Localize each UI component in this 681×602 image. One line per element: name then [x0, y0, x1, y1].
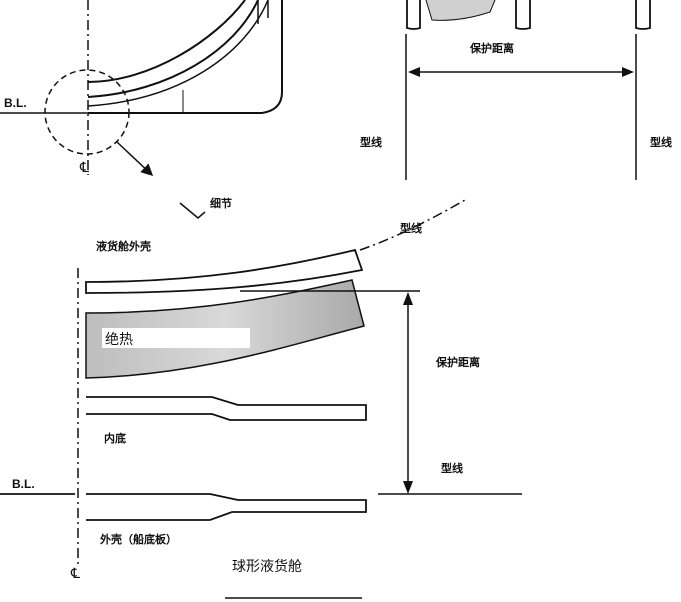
diagram-caption: 球形液货舱	[232, 558, 302, 575]
cl-symbol-bottom: ℄	[70, 566, 80, 582]
inner-bottom-label: 内底	[104, 431, 126, 445]
tank-skirt-curve	[87, 0, 269, 107]
profile-line-label-bottom: 型线	[441, 461, 463, 475]
inner-bottom-plate	[86, 396, 367, 421]
detail-pointer	[116, 141, 154, 177]
outer-shell-label: 外壳（船底板）	[99, 532, 177, 546]
profile-line-label-curve: 型线	[400, 221, 422, 235]
detail-label: 细节	[210, 196, 232, 210]
top-right-schematic: 保护距离 型线 型线	[360, 0, 672, 180]
profile-line-label-top-right: 型线	[650, 135, 672, 149]
detail-view: ℄ 型线 液货舱外壳 绝热 内底 保护距离 型线 B.L. 外壳（船底板） 球形…	[0, 199, 522, 599]
top-left-section-view: B.L. ℄	[0, 0, 283, 177]
detail-callout: 细节	[179, 196, 232, 219]
cl-symbol-top: ℄	[79, 160, 89, 176]
shell-extension	[359, 199, 466, 251]
insulation-label-bg	[102, 328, 250, 348]
tank-inner-curve	[87, 0, 259, 98]
tank-outer-curve	[87, 0, 246, 83]
tank-shell-plate	[85, 248, 364, 294]
insulation-label: 绝热	[105, 332, 133, 348]
bl-label-bottom: B.L.	[12, 477, 35, 491]
profile-line-label-top-mid: 型线	[360, 135, 382, 149]
tank-shell-label: 液货舱外壳	[96, 239, 151, 253]
detail-circle	[44, 69, 130, 155]
protection-distance-label-top: 保护距离	[469, 41, 514, 55]
protection-distance-label-bottom: 保护距离	[435, 355, 480, 369]
outer-shell-plate	[86, 493, 367, 521]
hull-bottom-bilge	[88, 0, 283, 114]
bl-label-top: B.L.	[4, 96, 27, 110]
